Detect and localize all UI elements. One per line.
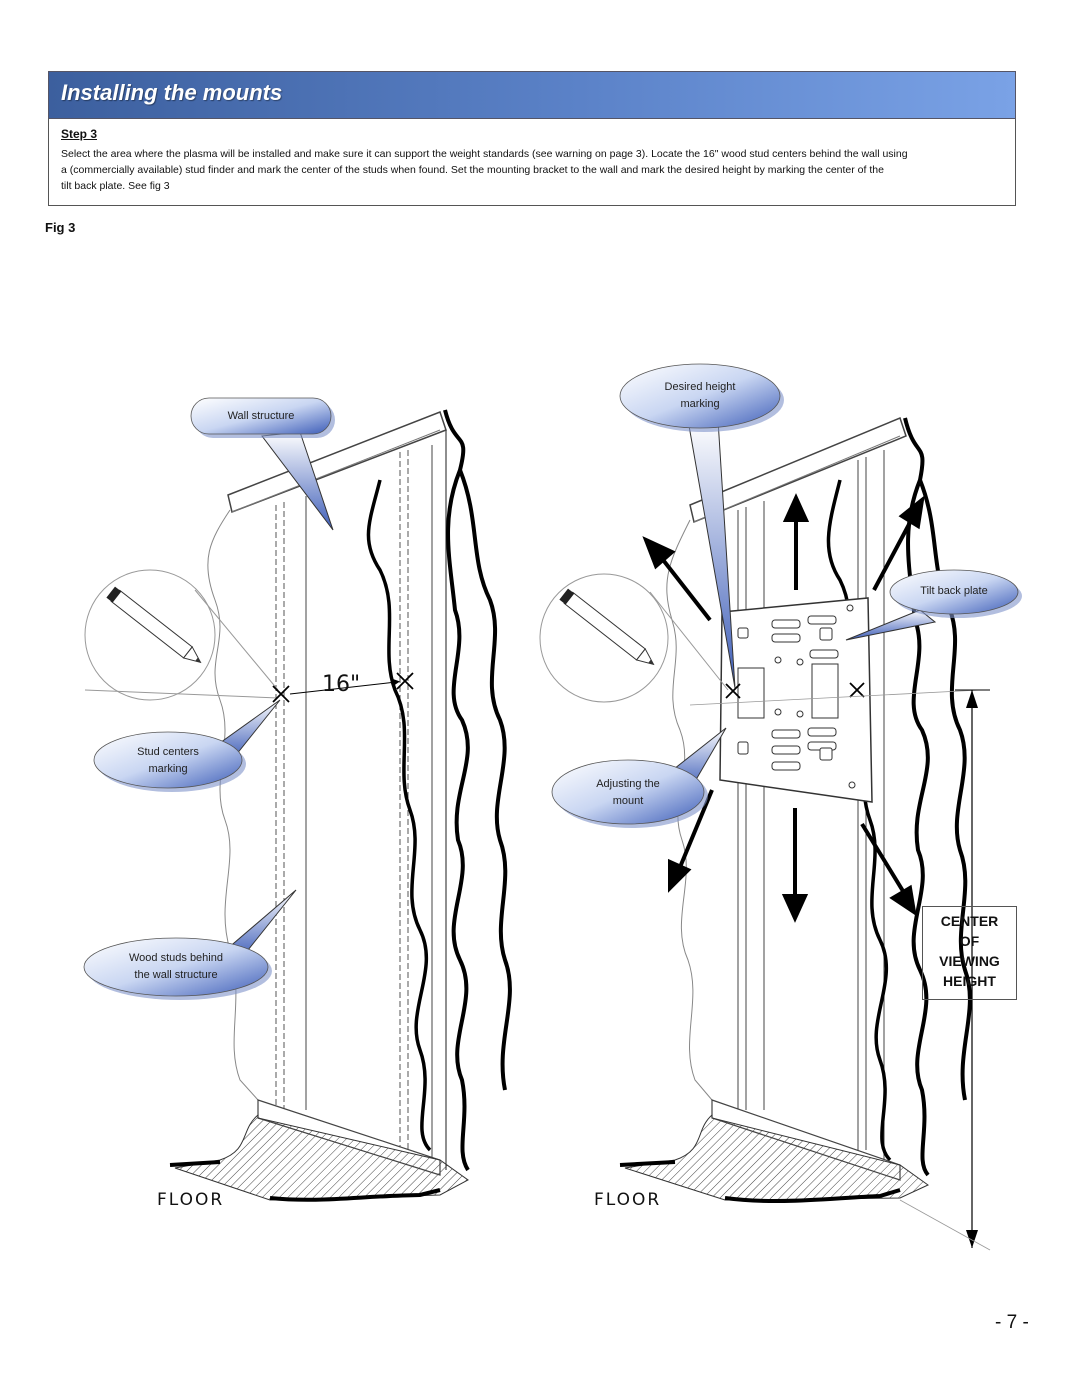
tilt-back-plate-label: Tilt back plate xyxy=(890,583,1018,600)
cvh-line-1: CENTER xyxy=(940,913,999,929)
stud-centers-label: Stud centers marking xyxy=(94,744,242,778)
desired-height-text-2: marking xyxy=(680,398,720,410)
tilt-back-plate-callout xyxy=(845,569,1022,641)
adjusting-mount-callout xyxy=(551,727,727,828)
right-wall-illustration xyxy=(539,363,1022,1251)
step-instructions: Step 3 Select the area where the plasma … xyxy=(48,119,1016,206)
step-text-line: tilt back plate. See fig 3 xyxy=(61,180,170,192)
stud-centers-text-1: Stud centers xyxy=(137,746,199,758)
wall-structure-text: Wall structure xyxy=(227,410,295,422)
desired-height-label: Desired height marking xyxy=(620,379,780,413)
desired-height-text-1: Desired height xyxy=(664,381,736,393)
cvh-line-2: OF xyxy=(959,933,980,949)
adjusting-mount-label: Adjusting the mount xyxy=(552,776,704,810)
stud-spacing-dimension: 16" xyxy=(322,672,361,697)
center-of-viewing-height-box: CENTER OF VIEWING HEIGHT xyxy=(922,906,1017,1000)
direction-arrows xyxy=(642,493,925,923)
tilt-back-plate-text: Tilt back plate xyxy=(920,585,988,597)
left-wall-illustration xyxy=(83,397,512,1202)
wall-structure-callout xyxy=(190,397,335,531)
wood-studs-callout xyxy=(83,889,297,1000)
right-stud-marker xyxy=(725,682,865,699)
stud-centers-callout xyxy=(93,699,281,792)
cvh-line-4: HEIGHT xyxy=(943,973,996,989)
figure-label: Fig 3 xyxy=(45,220,76,235)
floor-label-left: FLOOR xyxy=(157,1190,225,1210)
wood-studs-label: Wood studs behind the wall structure xyxy=(84,950,268,984)
adjusting-mount-text-1: Adjusting the xyxy=(596,778,660,790)
stud-centers-text-2: marking xyxy=(148,763,188,775)
wood-studs-text-1: Wood studs behind xyxy=(129,952,223,964)
step-text-line: Select the area where the plasma will be… xyxy=(61,148,908,160)
floor-label-right: FLOOR xyxy=(594,1190,662,1210)
section-header: Installing the mounts xyxy=(48,71,1016,119)
wood-studs-text-2: the wall structure xyxy=(134,969,218,981)
cvh-line-3: VIEWING xyxy=(939,953,1000,969)
desired-height-callout xyxy=(619,363,784,689)
step-text-line: a (commercially available) stud finder a… xyxy=(61,164,884,176)
page-number: - 7 - xyxy=(995,1312,1029,1333)
adjusting-mount-text-2: mount xyxy=(612,795,644,807)
section-title: Installing the mounts xyxy=(61,80,283,105)
step-label: Step 3 xyxy=(61,127,98,141)
wall-structure-label: Wall structure xyxy=(191,408,331,425)
step-text: Select the area where the plasma will be… xyxy=(61,146,1001,194)
